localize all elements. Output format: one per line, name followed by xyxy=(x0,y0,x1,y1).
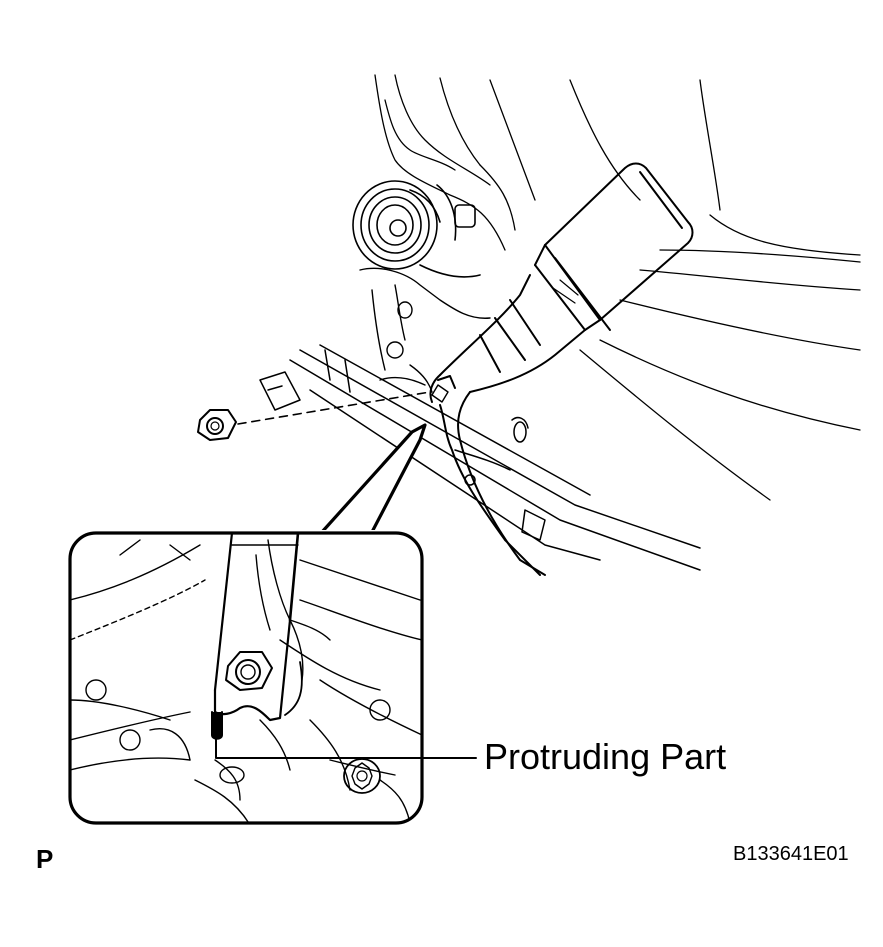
protruding-part-label: Protruding Part xyxy=(484,736,727,777)
detail-inset xyxy=(68,531,424,825)
corner-mark-p: P xyxy=(36,844,54,874)
seat-slide-rail xyxy=(259,344,701,571)
seat-cushion-outline xyxy=(374,74,861,501)
main-assembly-view xyxy=(197,74,861,576)
buckle-stalk xyxy=(429,274,586,576)
inset-pointer-leader xyxy=(320,423,427,534)
hex-bolt-icon xyxy=(225,651,273,691)
hex-nut-icon xyxy=(197,409,237,441)
anchor-bracket xyxy=(359,267,491,393)
protruding-part-leader xyxy=(215,732,477,759)
installation-path-dashed xyxy=(237,391,431,425)
retractor-reel xyxy=(352,180,481,278)
seat-belt-buckle xyxy=(534,162,694,331)
figure-code: B133641E01 xyxy=(733,843,849,865)
torx-bolt-icon xyxy=(343,758,381,794)
inset-frame xyxy=(68,531,424,825)
